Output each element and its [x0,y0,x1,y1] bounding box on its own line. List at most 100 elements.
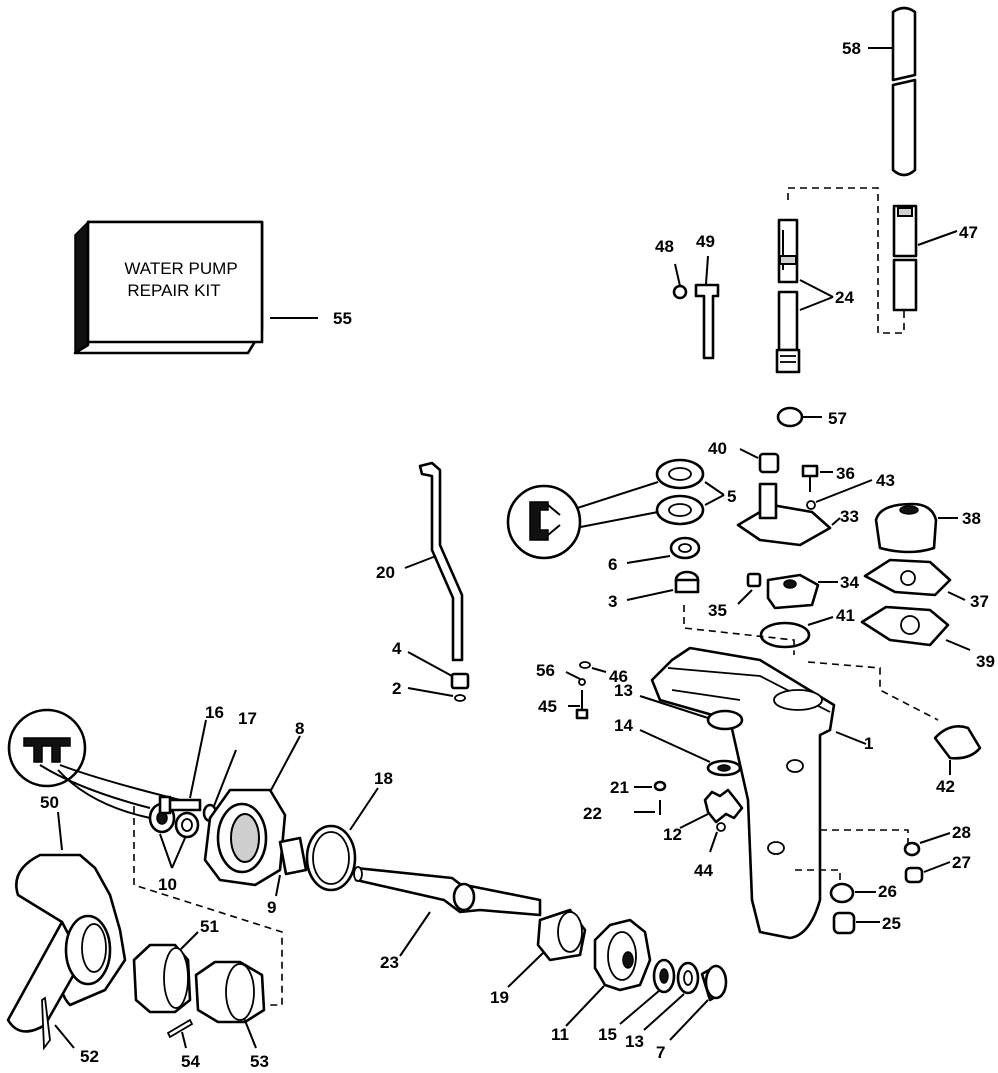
kit-label-line2: REPAIR KIT [127,281,220,300]
callout-54: 54 [181,1052,200,1071]
part-58-driveshaft [868,6,917,177]
callout-27: 27 [952,853,971,872]
part-13-thrust-washer-lower [643,961,700,1031]
callout-9: 9 [267,898,276,917]
part-9-bearing [275,836,308,897]
callout-45: 45 [538,697,557,716]
callout-13-upper: 13 [614,681,633,700]
callout-43: 43 [876,471,895,490]
part-23-propeller-shaft [353,866,542,957]
callout-52: 52 [80,1047,99,1066]
callout-19: 19 [490,988,509,1007]
part-1-gearcase [650,646,939,940]
part-21-nut [634,780,667,792]
part-42-pump-ring [933,725,982,775]
part-19-clutch-dog [507,908,587,988]
callout-8: 8 [295,719,304,738]
part-33-pump-housing [736,482,841,547]
part-57-grommet [776,406,822,428]
callout-25: 25 [882,914,901,933]
part-54-pin [166,1018,194,1049]
callout-46: 46 [609,667,628,686]
callout-11: 11 [551,1025,569,1044]
callout-58: 58 [842,39,861,58]
part-5-bearings [564,458,725,531]
callout-44: 44 [694,861,713,880]
part-28-washer [903,832,951,857]
part-46-washer [579,661,607,673]
part-24-shaft [775,218,834,374]
part-56-washer [565,671,586,686]
callout-50: 50 [40,793,59,812]
callout-37: 37 [970,592,989,611]
callout-23: 23 [380,953,399,972]
callout-35: 35 [708,601,727,620]
callout-2: 2 [392,679,401,698]
part-15-thrust-bearing [619,958,676,1025]
callout-38: 38 [962,509,981,528]
callout-40: 40 [708,439,727,458]
part-3-bushing [626,570,795,655]
part-50-propeller [6,811,127,1033]
part-13-thrust-washer [639,695,744,731]
callout-24: 24 [835,288,854,307]
part-35-key [737,572,762,605]
part-14-thrust-bearing [639,729,742,777]
callout-6: 6 [608,555,617,574]
part-36-screw [801,464,833,492]
callout-3: 3 [608,592,617,611]
callout-48: 48 [655,237,674,256]
callout-36: 36 [836,464,855,483]
part-47-coupler [892,204,958,312]
callout-51: 51 [200,917,219,936]
callout-15: 15 [598,1025,617,1044]
part-55-repair-kit-box: WATER PUMP REPAIR KIT [73,220,318,355]
callout-55: 55 [333,309,352,328]
part-48-nut [672,263,688,300]
part-45-screw [568,690,589,720]
kit-label-line1: WATER PUMP [124,259,237,278]
callout-21: 21 [610,778,629,797]
part-4-grommet [407,651,470,690]
callout-41: 41 [836,606,855,625]
part-18-o-ring [305,787,379,892]
part-39-gasket [860,605,971,651]
callout-34: 34 [840,573,859,592]
callout-4: 4 [392,639,402,658]
callout-14: 14 [614,716,633,735]
part-11-forward-gear [565,918,652,1027]
callout-1: 1 [864,734,873,753]
part-44-cotter [709,822,726,853]
callout-22: 22 [583,804,602,823]
callout-18: 18 [374,769,393,788]
callout-39: 39 [976,652,995,671]
callout-17: 17 [238,709,257,728]
part-26-washer [829,882,876,904]
callout-20: 20 [376,563,395,582]
part-10-seals [148,802,200,869]
part-8-bearing-carrier [203,735,301,887]
part-40-bushing [739,448,780,474]
callout-57: 57 [828,409,847,428]
callout-33: 33 [840,507,859,526]
part-51-thrust-hub [132,931,199,1014]
part-52-cotter-pin [41,996,75,1051]
part-43-washer [806,479,873,510]
detail-circle-seal [7,708,181,819]
callout-42: 42 [936,777,955,796]
part-22-screw [634,800,661,815]
part-41-o-ring [759,616,834,649]
part-2-washer [407,687,466,702]
callout-49: 49 [696,232,715,251]
callout-labels: 58 47 48 49 24 55 57 40 36 43 5 33 38 6 … [40,39,995,1071]
part-37-plate [863,558,966,601]
part-27-plug [904,861,951,884]
callout-28: 28 [952,823,971,842]
part-20-shift-rod [404,461,464,662]
part-6-bearing [626,536,701,564]
callout-10: 10 [158,875,177,894]
part-49-tube [694,255,720,360]
part-16-screw [158,719,207,815]
callout-56: 56 [536,661,555,680]
